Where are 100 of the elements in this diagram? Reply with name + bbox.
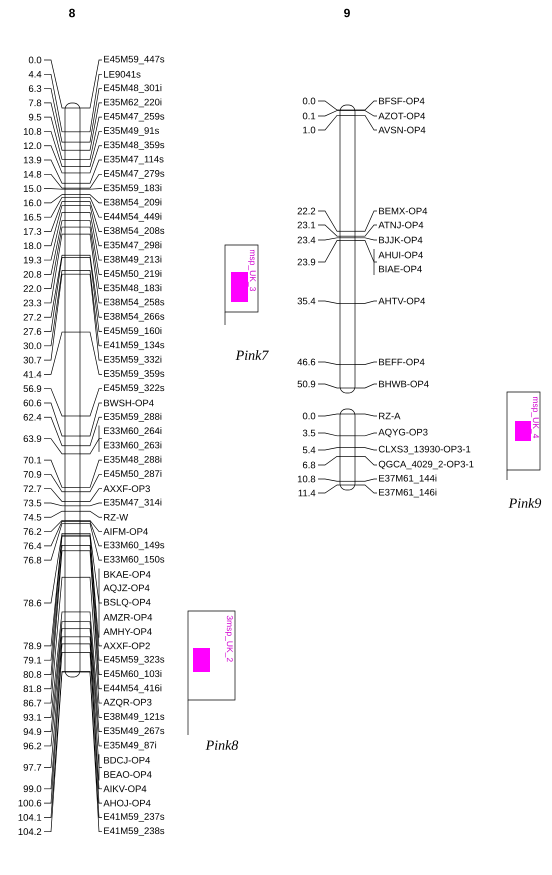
position-label: 70.9 <box>24 471 42 478</box>
marker-label: BJJK-OP4 <box>379 236 422 244</box>
position-label: 15.0 <box>24 185 42 192</box>
position-label: 30.0 <box>24 342 42 350</box>
qtl-box: 3msp_UK_2 <box>188 610 236 736</box>
marker-label: AHTV-OP4 <box>378 298 426 304</box>
marker-label: E45M59_447s <box>104 56 164 64</box>
marker-label: BEAO-OP4 <box>104 771 152 778</box>
marker-label: E35M49_91s <box>104 127 159 136</box>
position-label: 9.5 <box>28 114 42 121</box>
marker-label: BWSH-OP4 <box>104 400 154 406</box>
marker-label: E35M59_359s <box>104 370 164 379</box>
marker-label: E37M61_146i <box>379 488 436 498</box>
position-label: 100.6 <box>18 800 42 806</box>
marker-label: E35M49_267s <box>104 727 164 736</box>
marker-label: BEMX-OP4 <box>379 208 428 214</box>
marker-label: AVSN-OP4 <box>378 126 426 134</box>
position-label: 78.6 <box>24 600 42 606</box>
marker-label: E35M62_220i <box>104 98 162 108</box>
marker-label: QGCA_4029_2-OP3-1 <box>378 460 474 470</box>
position-label: 0.0 <box>302 98 316 104</box>
marker-label: E45M60_103i <box>104 670 162 679</box>
marker-label: BEFF-OP4 <box>379 358 425 366</box>
marker-label: AHOJ-OP4 <box>103 800 151 806</box>
marker-label: ATNJ-OP4 <box>378 222 424 228</box>
position-label: 30.7 <box>24 356 42 364</box>
position-label: 93.1 <box>24 714 42 721</box>
position-label: 18.0 <box>24 242 42 250</box>
marker-label: E44M54_416i <box>104 684 162 694</box>
position-label: 56.9 <box>24 385 42 392</box>
chromosome-number: 8 <box>69 8 75 18</box>
position-label: 76.4 <box>24 542 42 550</box>
marker-label: AMZR-OP4 <box>103 614 152 621</box>
marker-label: E45M50_219i <box>104 270 162 279</box>
position-label: 22.0 <box>24 285 42 292</box>
qtl-box: msp_UK_4 <box>506 392 540 480</box>
marker-label: E35M49_87i <box>104 742 156 750</box>
position-label: 10.8 <box>298 476 316 482</box>
qtl-name: Pink8 <box>206 740 238 750</box>
marker-label: E45M59_160i <box>104 327 162 336</box>
qtl-name: Pink9 <box>508 498 542 508</box>
marker-label: E38M54_266s <box>104 312 164 322</box>
marker-label: BSLQ-OP4 <box>104 598 151 608</box>
marker-label: LE9041s <box>104 70 140 78</box>
position-label: 1.0 <box>303 126 316 134</box>
marker-label: BKAE-OP4 <box>104 571 151 578</box>
marker-label: E35M47_298i <box>104 241 162 250</box>
marker-label: CLXS3_13930-OP3-1 <box>378 446 470 454</box>
marker-label: AXXF-OP3 <box>103 485 150 492</box>
position-label: 94.9 <box>24 728 42 735</box>
position-label: 76.2 <box>24 528 42 535</box>
position-label: 0.1 <box>302 112 316 120</box>
position-label: 16.5 <box>24 214 42 221</box>
marker-label: E45M47_279s <box>104 170 164 179</box>
marker-label: AQJZ-OP4 <box>103 584 150 593</box>
marker-label: E45M48_301i <box>104 84 162 93</box>
position-label: 62.4 <box>24 414 42 421</box>
marker-label: AZOT-OP4 <box>378 112 426 120</box>
marker-label: E44M54_449i <box>104 212 162 222</box>
position-label: 10.8 <box>24 128 42 135</box>
position-label: 86.7 <box>24 700 42 706</box>
marker-label: E35M48_359s <box>104 141 164 150</box>
position-label: 41.4 <box>23 371 42 378</box>
qtl-box: msp_UK_3 <box>224 244 258 326</box>
position-label: 20.8 <box>24 271 42 278</box>
marker-label: E38M54_209i <box>104 198 162 208</box>
position-label: 0.0 <box>302 412 316 420</box>
position-label: 0.0 <box>28 56 42 64</box>
marker-label: RZ-A <box>379 412 400 420</box>
marker-label: E33M60_149s <box>104 542 164 550</box>
marker-label: E33M60_150s <box>104 556 164 564</box>
position-label: 50.9 <box>298 380 316 388</box>
position-label: 23.1 <box>298 222 316 228</box>
marker-label: E35M59_183i <box>104 184 162 193</box>
position-label: 97.7 <box>24 764 42 771</box>
position-label: 17.3 <box>24 228 42 235</box>
marker-label: E41M59_134s <box>104 342 164 350</box>
position-label: 81.8 <box>24 685 42 692</box>
position-label: 80.8 <box>24 671 42 678</box>
position-label: 23.9 <box>298 258 316 266</box>
marker-label: E35M47_314i <box>104 498 162 508</box>
position-label: 7.8 <box>28 100 42 106</box>
marker-label: AQYG-OP3 <box>378 428 428 438</box>
position-label: 27.2 <box>24 314 42 321</box>
position-label: 63.9 <box>24 435 42 442</box>
position-label: 35.4 <box>298 298 316 304</box>
position-label: 11.4 <box>298 490 316 496</box>
marker-label: E35M59_332i <box>104 356 162 364</box>
marker-label: AIKV-OP4 <box>103 785 146 792</box>
position-label: 16.0 <box>24 200 42 206</box>
position-label: 22.2 <box>298 208 316 214</box>
marker-label: E35M48_288i <box>104 456 162 464</box>
marker-label: E38M54_208s <box>104 227 164 236</box>
marker-label: AZQR-OP3 <box>103 698 152 708</box>
marker-label: BIAE-OP4 <box>379 266 422 272</box>
position-label: 4.4 <box>28 71 42 78</box>
position-label: 27.6 <box>24 328 42 335</box>
marker-label: E45M59_323s <box>104 656 164 664</box>
qtl-name: Pink7 <box>236 350 269 360</box>
position-label: 46.6 <box>297 358 316 366</box>
